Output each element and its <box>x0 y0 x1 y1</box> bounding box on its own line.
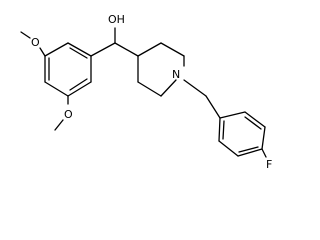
structure-canvas: OH O O N F <box>20 13 272 171</box>
piperidine-n-label: N <box>172 68 180 81</box>
dimethoxyphenyl-ring <box>44 42 92 97</box>
carbinol-linker <box>90 27 139 57</box>
methoxy-top <box>20 31 46 57</box>
piperidine-ring <box>137 42 185 97</box>
methoxy-bottom <box>54 95 69 131</box>
methoxy-bottom-o-label: O <box>64 108 73 121</box>
fluorophenyl-ring <box>218 111 267 158</box>
methoxy-top-o-label: O <box>31 36 40 49</box>
fluorine-label: F <box>266 158 272 171</box>
hydroxyl-label: OH <box>108 13 125 26</box>
ethyl-linker <box>183 79 221 119</box>
molecule-structure: OH O O N F <box>20 13 272 171</box>
